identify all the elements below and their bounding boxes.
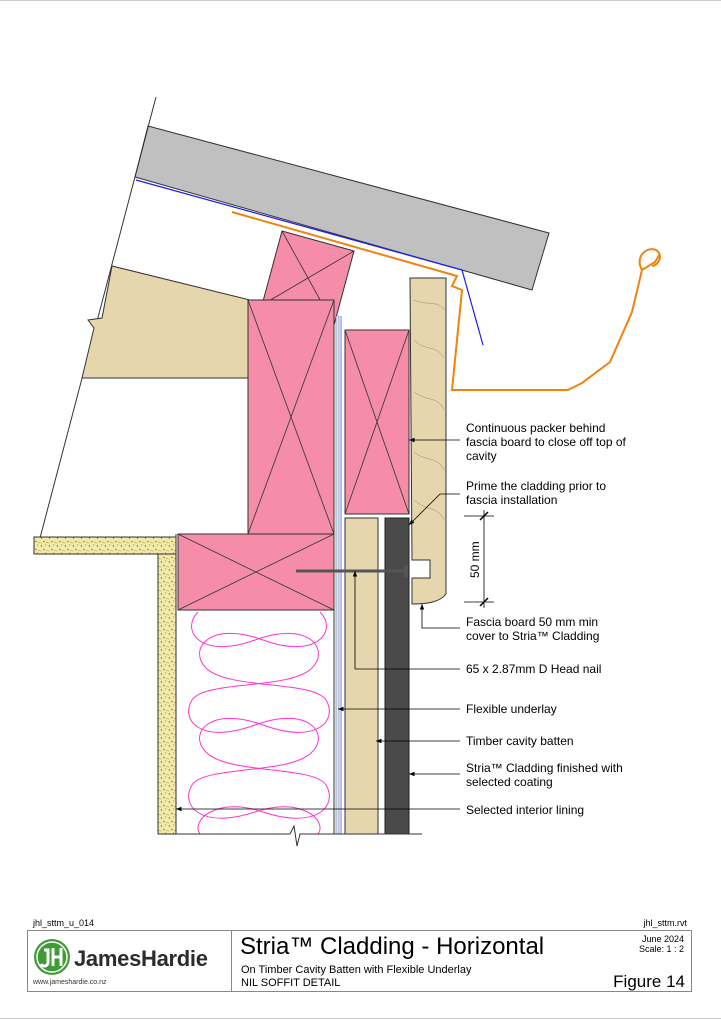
figure-number: Figure 14 — [613, 972, 685, 991]
sheet-date: June 2024 — [641, 934, 684, 944]
construction-detail-drawing: 50 mm Continuous packer behind fascia bo… — [33, 96, 661, 847]
file-reference: jhl_sttm.rvt — [643, 918, 687, 928]
interior-wall-lining — [157, 553, 177, 835]
top-border — [0, 0, 721, 1]
jameshardie-logo-icon — [34, 939, 70, 975]
callout-batten: Timber cavity batten — [466, 734, 574, 748]
rafter-edge-line — [39, 96, 157, 539]
bottom-border — [0, 1018, 721, 1019]
brand-url[interactable]: www.jameshardie.co.nz — [33, 979, 107, 986]
dimension-50mm — [464, 510, 494, 608]
sheet-subtitle: On Timber Cavity Batten with Flexible Un… — [241, 964, 472, 976]
cavity-batten — [344, 517, 379, 835]
dimension-label: 50 mm — [468, 541, 482, 578]
gutter-bead — [638, 248, 661, 271]
callout-fascia-cover: Fascia board 50 mm min cover to Stria™ C… — [466, 615, 601, 643]
callout-prime: Prime the cladding prior to fascia insta… — [466, 479, 609, 507]
eaves-flashing — [231, 211, 661, 391]
callout-lining: Selected interior lining — [466, 803, 584, 817]
logo-cell: JamesHardie www.jameshardie.co.nz — [28, 931, 232, 991]
callout-nail: 65 x 2.87mm D Head nail — [466, 662, 601, 676]
callout-packer: Continuous packer behind fascia board to… — [466, 421, 629, 463]
brand-name: JamesHardie — [74, 946, 208, 971]
sheet-title: Stria™ Cladding - Horizontal — [240, 933, 545, 960]
callout-underlay: Flexible underlay — [466, 702, 557, 716]
fascia-board — [409, 277, 447, 605]
sheet-detail: NIL SOFFIT DETAIL — [241, 977, 341, 989]
insulation — [188, 611, 330, 835]
callout-cladding: Stria™ Cladding finished with selected c… — [466, 761, 626, 789]
roof-underlay — [135, 179, 484, 346]
title-block: JamesHardie www.jameshardie.co.nz Stria™… — [27, 930, 692, 992]
sheet-scale: Scale: 1 : 2 — [638, 944, 684, 954]
drawing-reference: jhl_sttm_u_014 — [33, 918, 95, 928]
ceiling-lining — [33, 536, 177, 555]
flexible-underlay — [335, 315, 340, 835]
